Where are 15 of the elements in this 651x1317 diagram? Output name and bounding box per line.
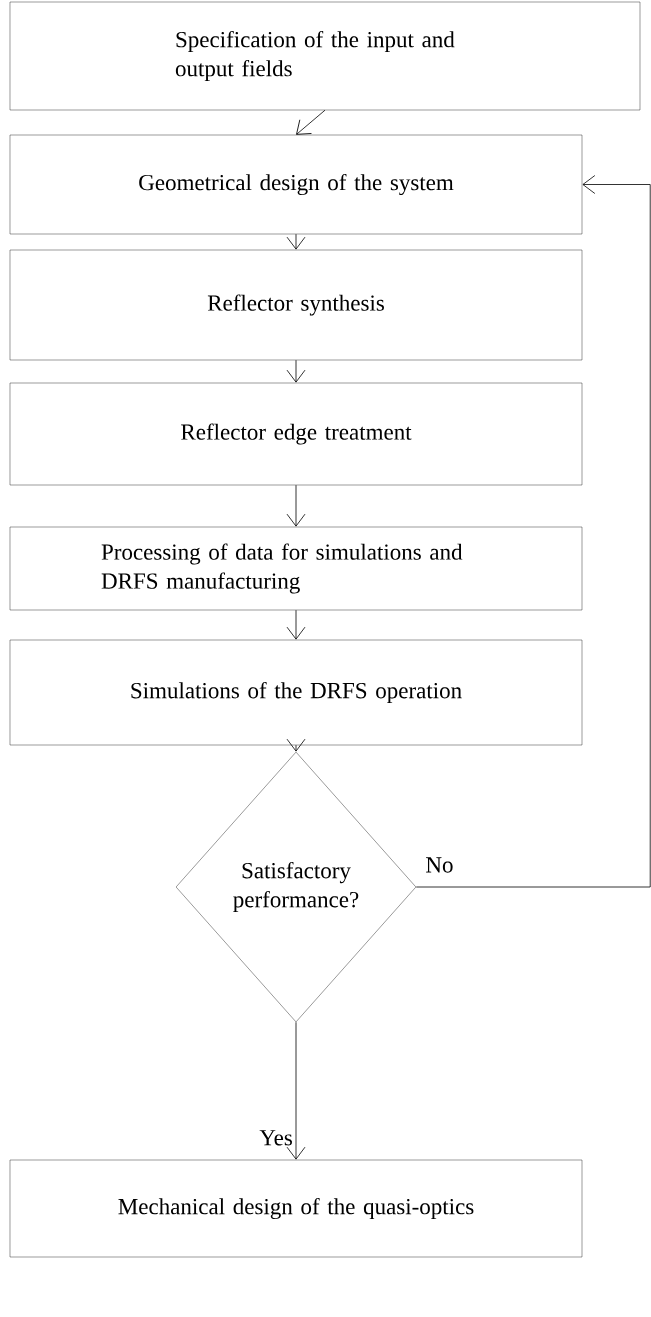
- process-box: Specification of the input and output fields: [9, 1, 641, 111]
- arrow: [286, 609, 306, 640]
- arrow: [286, 1021, 306, 1160]
- process-box: Reflector edge treatment: [9, 382, 583, 486]
- process-box: Mechanical design of the quasi-optics: [9, 1159, 583, 1258]
- arrow: [286, 484, 306, 527]
- arrow: [415, 175, 651, 888]
- process-box: Simulations of the DRFS operation: [9, 639, 583, 746]
- edge-label: Yes: [258, 1129, 294, 1147]
- arrow: [296, 109, 326, 135]
- edge-label: No: [424, 856, 455, 874]
- process-box: Reflector synthesis: [9, 249, 583, 361]
- process-box: Processing of data for simulations and DRFS manufacturing: [9, 526, 583, 611]
- process-box: Geometrical design of the system: [9, 134, 583, 235]
- arrow: [286, 359, 306, 383]
